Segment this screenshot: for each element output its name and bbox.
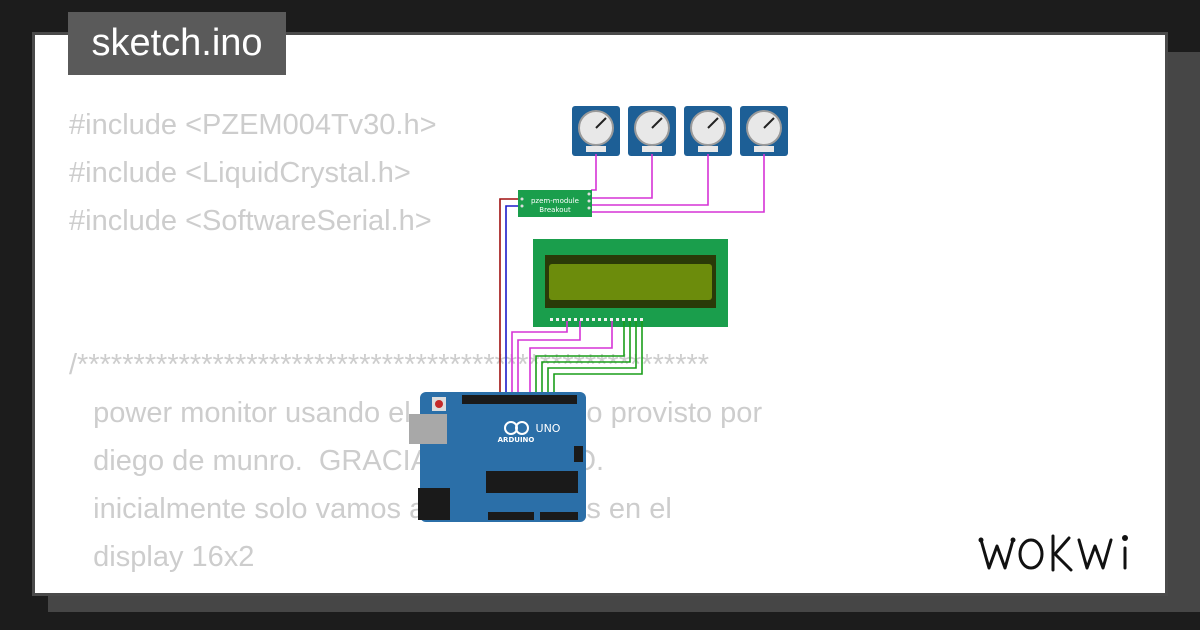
potentiometer-1[interactable] [572,106,620,156]
pot-wires [591,154,765,213]
power-jack [418,488,450,520]
lcd-display[interactable] [533,239,728,327]
code-line: /***************************************… [69,349,710,381]
code-line: los pines a usar se configuran desde Sof… [69,581,805,593]
arduino-uno[interactable]: ARDUINO UNO [409,392,586,522]
usb-port [409,414,447,444]
code-preview: #include <PZEM004Tv30.h> #include <Liqui… [69,101,806,593]
potentiometer-2[interactable] [628,106,676,156]
pzem-breakout[interactable]: pzem-module Breakout [518,190,592,217]
arduino-brand: ARDUINO [498,436,535,444]
lcd-wires [511,321,643,396]
code-line: #include <PZEM004Tv30.h> [69,109,437,141]
wire-blue [505,205,518,396]
wokwi-logo [978,534,1128,572]
breakout-label-1: pzem-module [531,197,579,205]
arduino-model: UNO [536,422,561,435]
code-line: #include <SoftwareSerial.h> [69,205,432,237]
potentiometer-4[interactable] [740,106,788,156]
wire-red [499,198,518,396]
code-line: #include <LiquidCrystal.h> [69,157,411,189]
file-tab[interactable]: sketch.ino [68,12,286,75]
reset-button [435,400,443,408]
potentiometer-3[interactable] [684,106,732,156]
breakout-label-2: Breakout [539,206,571,214]
atmega-chip [486,471,578,493]
code-line: display 16x2 [69,541,255,573]
